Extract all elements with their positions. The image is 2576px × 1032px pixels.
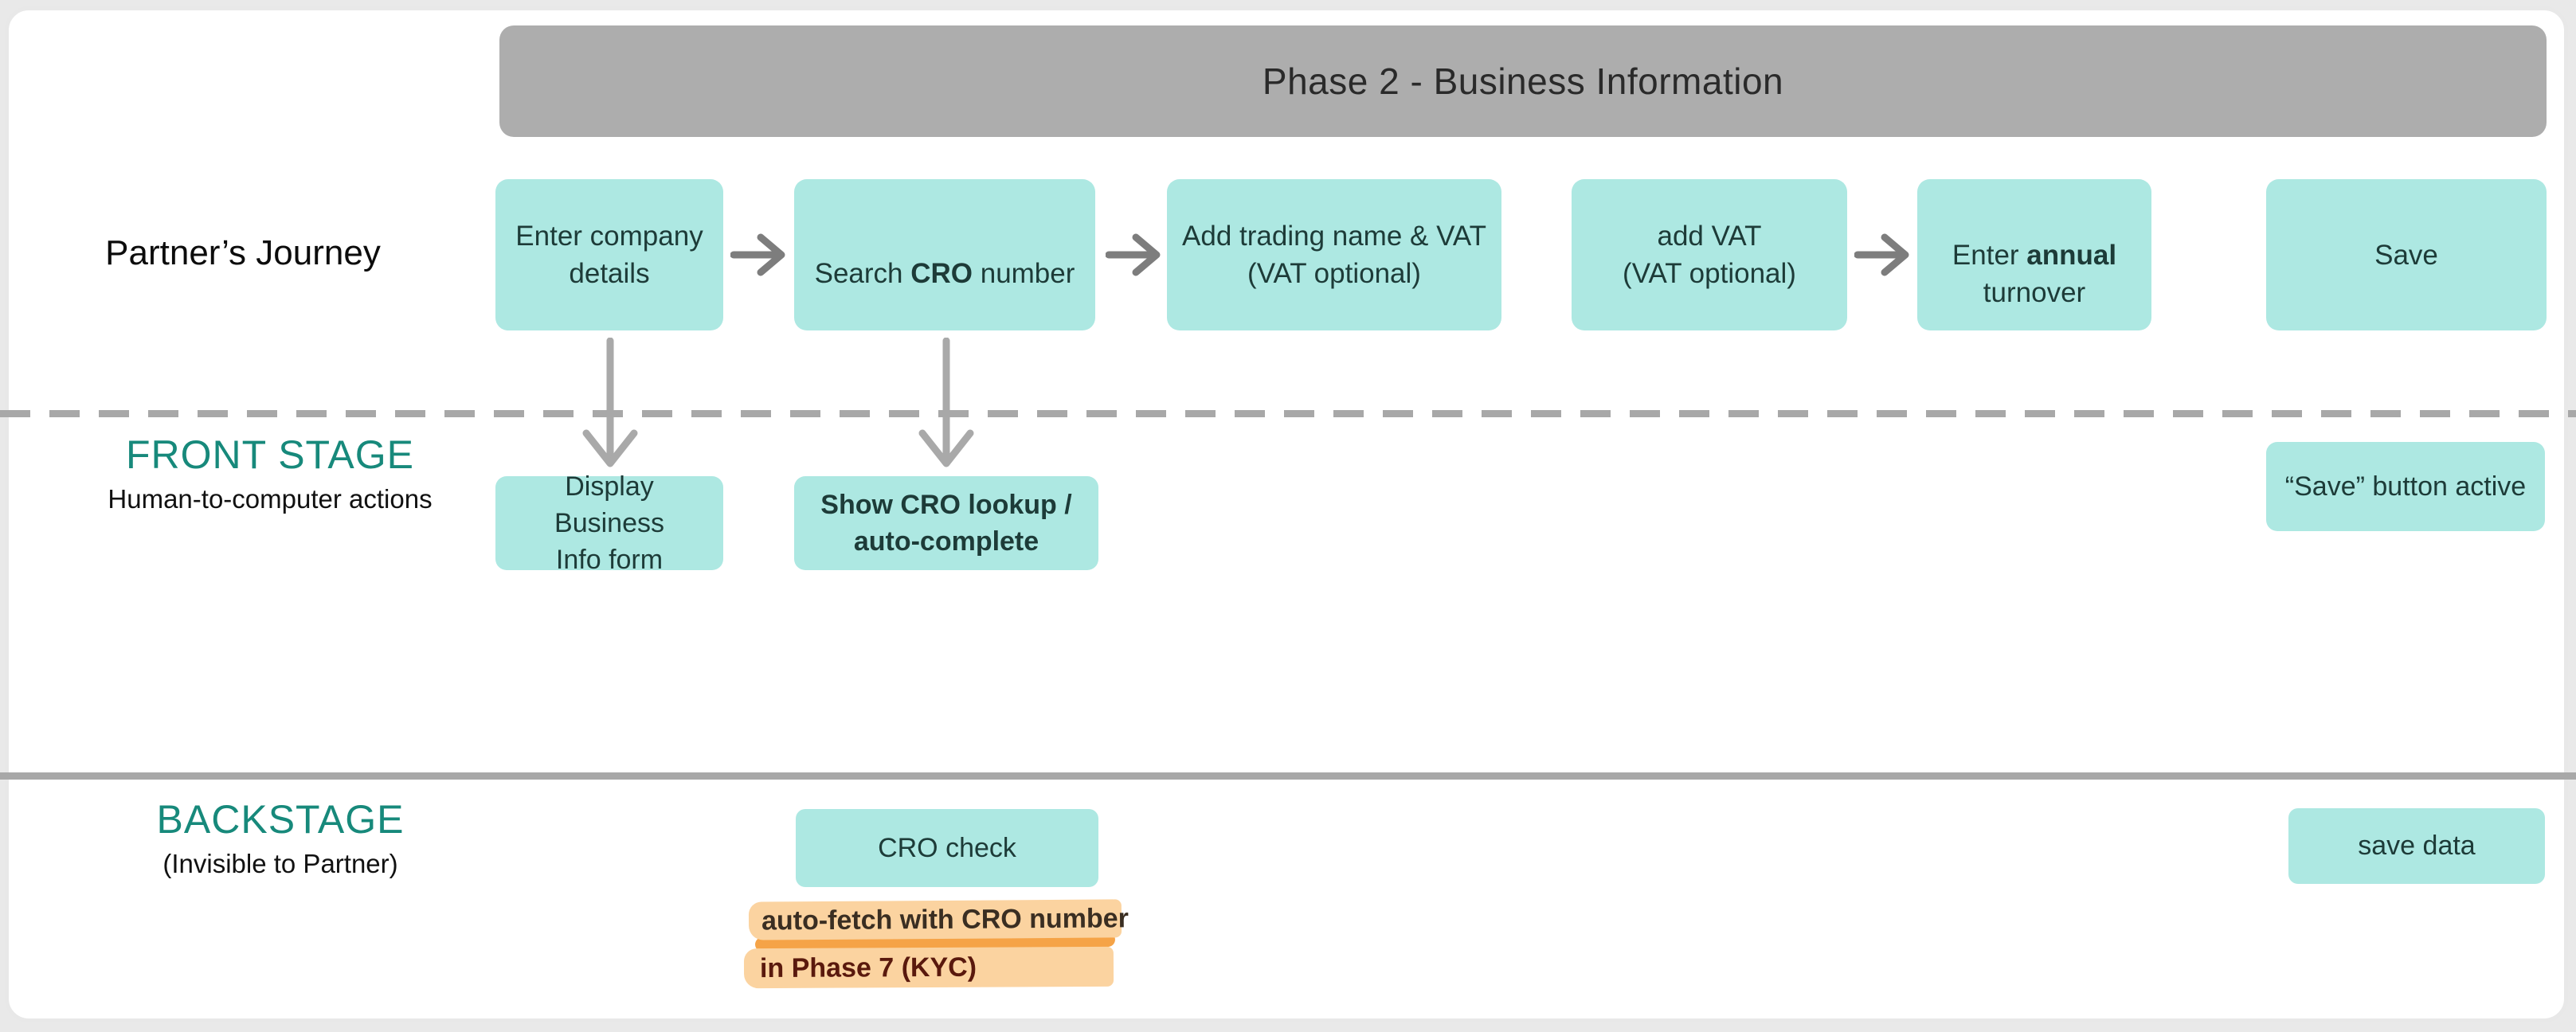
annotation-line-2[interactable]: in Phase 7 (KYC) xyxy=(743,946,1114,989)
front-stage-sublabel: Human-to-computer actions xyxy=(108,484,433,514)
blueprint-canvas xyxy=(5,6,2568,1022)
arrow-down-icon xyxy=(578,338,642,473)
phase-title: Phase 2 - Business Information xyxy=(1262,61,1784,102)
step-add-trading-name-vat[interactable]: Add trading name & VAT (VAT optional) xyxy=(1167,179,1501,330)
step2-text: Search xyxy=(814,258,911,289)
action-cro-check[interactable]: CRO check xyxy=(796,809,1098,887)
arrow-right-icon xyxy=(730,231,788,279)
step-add-vat[interactable]: add VAT (VAT optional) xyxy=(1572,179,1847,330)
arrow-right-icon xyxy=(1854,231,1912,279)
front-stage-label: FRONT STAGE xyxy=(126,432,414,477)
backstage-label: BACKSTAGE xyxy=(156,797,405,842)
action-display-business-info-form[interactable]: Display Business Info form xyxy=(495,471,723,575)
arrow-down-icon xyxy=(914,338,978,473)
step-enter-annual-turnover[interactable]: Enter annual turnover xyxy=(1917,179,2151,330)
step-save[interactable]: Save xyxy=(2266,179,2547,330)
step2-text-post: number xyxy=(973,258,1075,289)
step5-bold-text: annual xyxy=(2026,239,2117,271)
frontstage-dashed-divider xyxy=(0,410,2576,417)
annotation-line-1[interactable]: auto-fetch with CRO number xyxy=(748,899,1129,940)
arrow-right-icon xyxy=(1106,231,1163,279)
step5-text-post: turnover xyxy=(1983,276,2086,308)
step-search-cro-number[interactable]: Search CRO number xyxy=(794,179,1095,330)
action-save-data[interactable]: save data xyxy=(2288,808,2545,884)
backstage-sublabel: (Invisible to Partner) xyxy=(162,849,398,878)
step-enter-company-details[interactable]: Enter company details xyxy=(495,179,723,330)
step2-bold-text: CRO xyxy=(910,258,973,289)
phase-header-bar: Phase 2 - Business Information xyxy=(499,25,2547,137)
action-show-cro-lookup[interactable]: Show CRO lookup / auto-complete xyxy=(794,476,1098,570)
step5-text: Enter xyxy=(1952,239,2027,271)
action-save-button-active[interactable]: “Save” button active xyxy=(2266,442,2545,531)
lane-label-partners-journey: Partner’s Journey xyxy=(105,233,381,272)
backstage-solid-divider xyxy=(0,772,2576,780)
